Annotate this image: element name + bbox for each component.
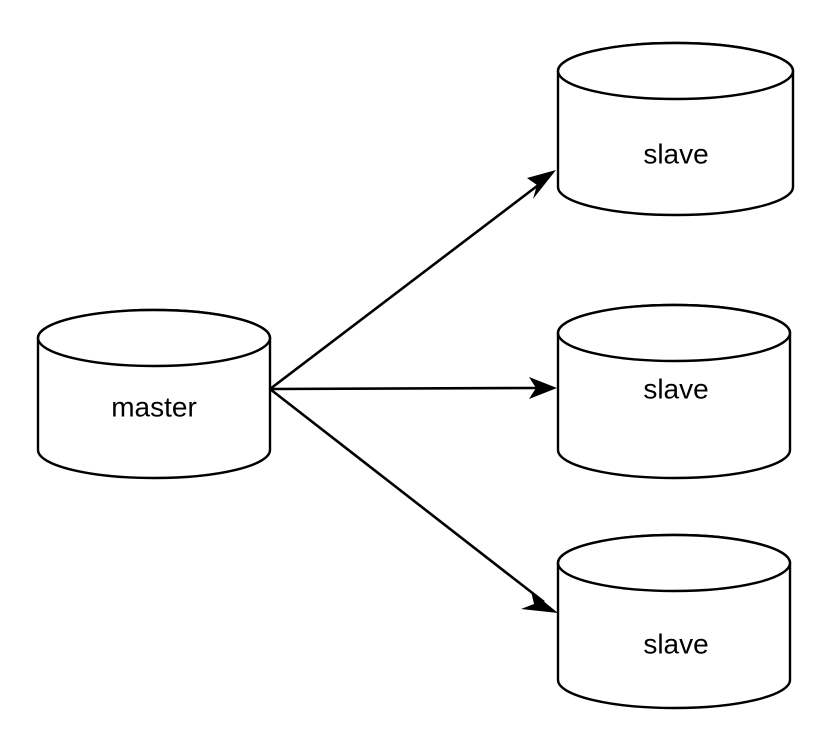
- edge-line-lower: [269, 387, 545, 604]
- arrowhead-lower-icon: [521, 591, 558, 613]
- slave-3-cylinder-top-icon: [556, 533, 792, 593]
- slave-1-label: slave: [643, 138, 708, 169]
- slave-3-label: slave: [643, 628, 708, 659]
- master-label: master: [111, 391, 197, 422]
- node-slave-1[interactable]: slave: [556, 41, 795, 217]
- edge-master-to-slave-3[interactable]: [269, 387, 558, 613]
- slave-2-cylinder-top-icon: [556, 303, 792, 363]
- edge-master-to-slave-2[interactable]: [269, 377, 557, 399]
- edge-group: [269, 170, 558, 613]
- edge-line-middle: [269, 386, 537, 391]
- arrowhead-middle-icon: [529, 377, 557, 399]
- node-slave-2[interactable]: slave: [556, 303, 792, 480]
- node-slave-3[interactable]: slave: [556, 533, 792, 710]
- edge-master-to-slave-1[interactable]: [269, 170, 556, 391]
- edge-line-upper: [269, 178, 546, 391]
- arrowhead-upper-icon: [527, 170, 556, 199]
- slave-2-label: slave: [643, 373, 708, 404]
- master-cylinder-top-icon: [36, 308, 272, 368]
- node-master[interactable]: master: [36, 308, 272, 480]
- slave-1-cylinder-top-icon: [556, 41, 795, 101]
